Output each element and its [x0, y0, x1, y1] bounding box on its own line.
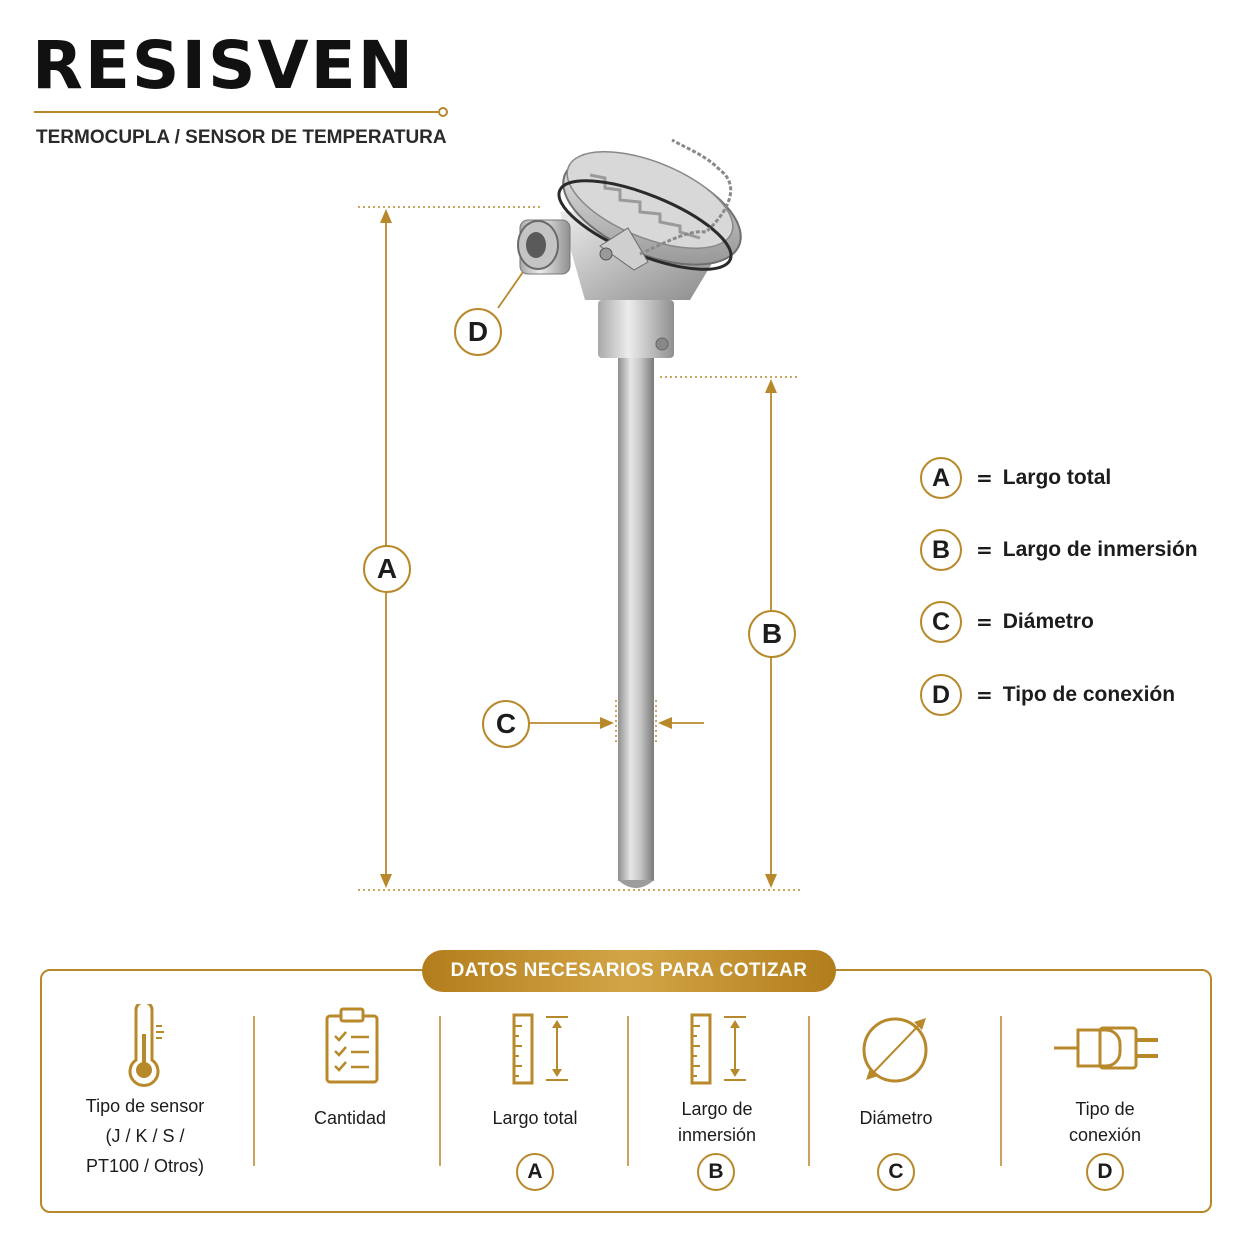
column-immersion-length: Largo de inmersión	[637, 1096, 797, 1148]
column-quantity: Cantidad	[270, 1105, 430, 1131]
ruler-immersion-icon	[690, 1013, 746, 1085]
column-badge-a: A	[516, 1153, 554, 1191]
legend-equals: =	[976, 466, 993, 490]
ruler-length-icon	[512, 1013, 568, 1085]
column-sensor-type: Tipo de sensor (J / K / S / PT100 / Otro…	[60, 1093, 230, 1179]
column-label-line: Tipo de sensor	[85, 1096, 205, 1116]
dimension-d-badge: D	[454, 308, 502, 356]
panel-banner: DATOS NECESARIOS PARA COTIZAR	[422, 950, 836, 992]
column-badge-c: C	[877, 1153, 915, 1191]
column-connection-type: Tipo de conexión	[1025, 1096, 1185, 1148]
plug-connector-icon	[1054, 1026, 1158, 1070]
column-total-length: Largo total	[455, 1105, 615, 1131]
thermometer-icon	[128, 1004, 164, 1087]
logo-underline	[34, 107, 448, 117]
column-divider	[439, 1016, 441, 1166]
column-label-line: Cantidad	[313, 1108, 387, 1128]
column-label-line: Diámetro	[859, 1108, 933, 1128]
column-label-line: conexión	[1068, 1125, 1142, 1145]
column-badge-b: B	[697, 1153, 735, 1191]
legend-equals: =	[976, 683, 993, 707]
column-divider	[253, 1016, 255, 1166]
legend-equals: =	[976, 538, 993, 562]
legend-letter: A	[920, 457, 962, 499]
column-divider	[808, 1016, 810, 1166]
legend-item-c: C = Diámetro	[920, 600, 1094, 644]
column-label-line: PT100 / Otros)	[85, 1156, 205, 1176]
brand-logo: RESISVEN	[32, 27, 415, 104]
legend-item-a: A = Largo total	[920, 456, 1111, 500]
legend-letter: C	[920, 601, 962, 643]
column-badge-d: D	[1086, 1153, 1124, 1191]
legend-letter: B	[920, 529, 962, 571]
thermocouple-head	[517, 138, 742, 300]
legend-item-d: D = Tipo de conexión	[920, 673, 1175, 717]
dimension-a-badge: A	[363, 545, 411, 593]
diameter-icon	[862, 1017, 928, 1083]
dimension-c-arrows	[530, 700, 704, 745]
clipboard-checklist-icon	[325, 1007, 379, 1084]
legend-text: Largo de inmersión	[1002, 538, 1198, 561]
dimension-b-line	[660, 376, 800, 888]
column-label-line: Tipo de	[1075, 1099, 1135, 1119]
column-label-line: Largo de	[681, 1099, 753, 1119]
column-label-line: (J / K / S /	[105, 1126, 185, 1146]
legend-item-b: B = Largo de inmersión	[920, 528, 1198, 572]
dimension-b-badge: B	[748, 610, 796, 658]
legend-text: Largo total	[1002, 466, 1112, 489]
dimension-a-line	[358, 206, 800, 891]
legend-equals: =	[976, 610, 993, 634]
legend-text: Diámetro	[1002, 610, 1094, 633]
column-label-line: Largo total	[492, 1108, 578, 1128]
thermocouple-rod	[618, 355, 654, 888]
column-diameter: Diámetro	[816, 1105, 976, 1131]
column-divider	[1000, 1016, 1002, 1166]
column-label-line: inmersión	[677, 1125, 757, 1145]
legend-letter: D	[920, 674, 962, 716]
dimension-c-badge: C	[482, 700, 530, 748]
page-subtitle: TERMOCUPLA / SENSOR DE TEMPERATURA	[36, 127, 447, 148]
column-divider	[627, 1016, 629, 1166]
thermocouple-diagram	[358, 138, 800, 891]
thermocouple-neck	[598, 300, 674, 358]
legend-text: Tipo de conexión	[1002, 683, 1176, 706]
